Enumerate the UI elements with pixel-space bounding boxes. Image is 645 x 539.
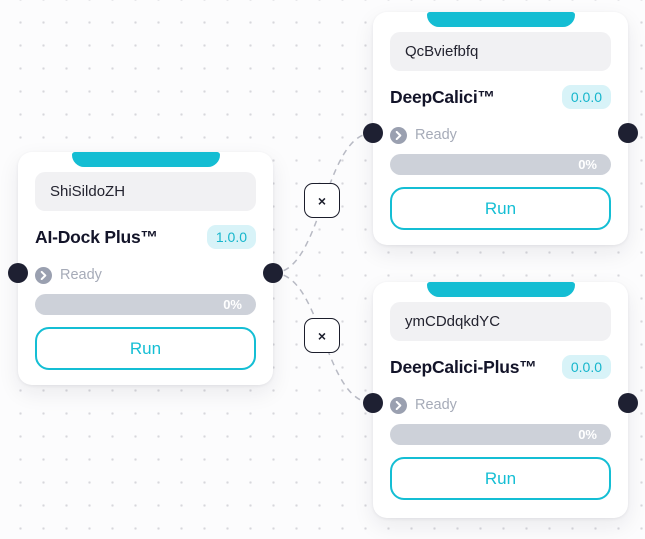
output-handle[interactable] — [618, 393, 638, 413]
node-drag-tab[interactable] — [426, 282, 575, 297]
remove-edge-button[interactable]: × — [304, 318, 340, 353]
node-deepcalici: DeepCalici™ 0.0.0 Ready 0% Run — [363, 12, 638, 245]
chevron-right-circle-icon — [390, 396, 407, 414]
chevron-right-circle-icon — [35, 266, 52, 284]
version-badge: 0.0.0 — [561, 85, 611, 109]
input-handle[interactable] — [363, 123, 383, 143]
input-handle[interactable] — [363, 393, 383, 413]
run-button[interactable]: Run — [35, 327, 256, 370]
node-text-input[interactable] — [390, 32, 611, 71]
node-deepcalici-plus: DeepCalici-Plus™ 0.0.0 Ready 0% Run — [363, 282, 638, 518]
run-button[interactable]: Run — [390, 187, 611, 230]
output-handle[interactable] — [263, 263, 283, 283]
progress-value: 0% — [578, 157, 597, 172]
output-handle[interactable] — [618, 123, 638, 143]
node-text-input[interactable] — [390, 302, 611, 341]
node-text-input[interactable] — [35, 172, 256, 211]
input-handle[interactable] — [8, 263, 28, 283]
status-text: Ready — [60, 267, 102, 283]
progress-value: 0% — [223, 297, 242, 312]
status-text: Ready — [415, 397, 457, 413]
progress-bar: 0% — [390, 424, 611, 445]
progress-bar: 0% — [35, 294, 256, 315]
version-badge: 1.0.0 — [206, 225, 256, 249]
progress-value: 0% — [578, 427, 597, 442]
run-button[interactable]: Run — [390, 457, 611, 500]
status-text: Ready — [415, 127, 457, 143]
node-title: DeepCalici-Plus™ — [390, 356, 537, 377]
node-title: AI-Dock Plus™ — [35, 226, 158, 247]
remove-edge-button[interactable]: × — [304, 183, 340, 218]
node-drag-tab[interactable] — [71, 152, 220, 167]
chevron-right-circle-icon — [390, 126, 407, 144]
node-drag-tab[interactable] — [426, 12, 575, 27]
node-title: DeepCalici™ — [390, 86, 495, 107]
progress-bar: 0% — [390, 154, 611, 175]
version-badge: 0.0.0 — [561, 355, 611, 379]
node-ai-dock-plus: AI-Dock Plus™ 1.0.0 Ready 0% Run — [8, 152, 283, 385]
